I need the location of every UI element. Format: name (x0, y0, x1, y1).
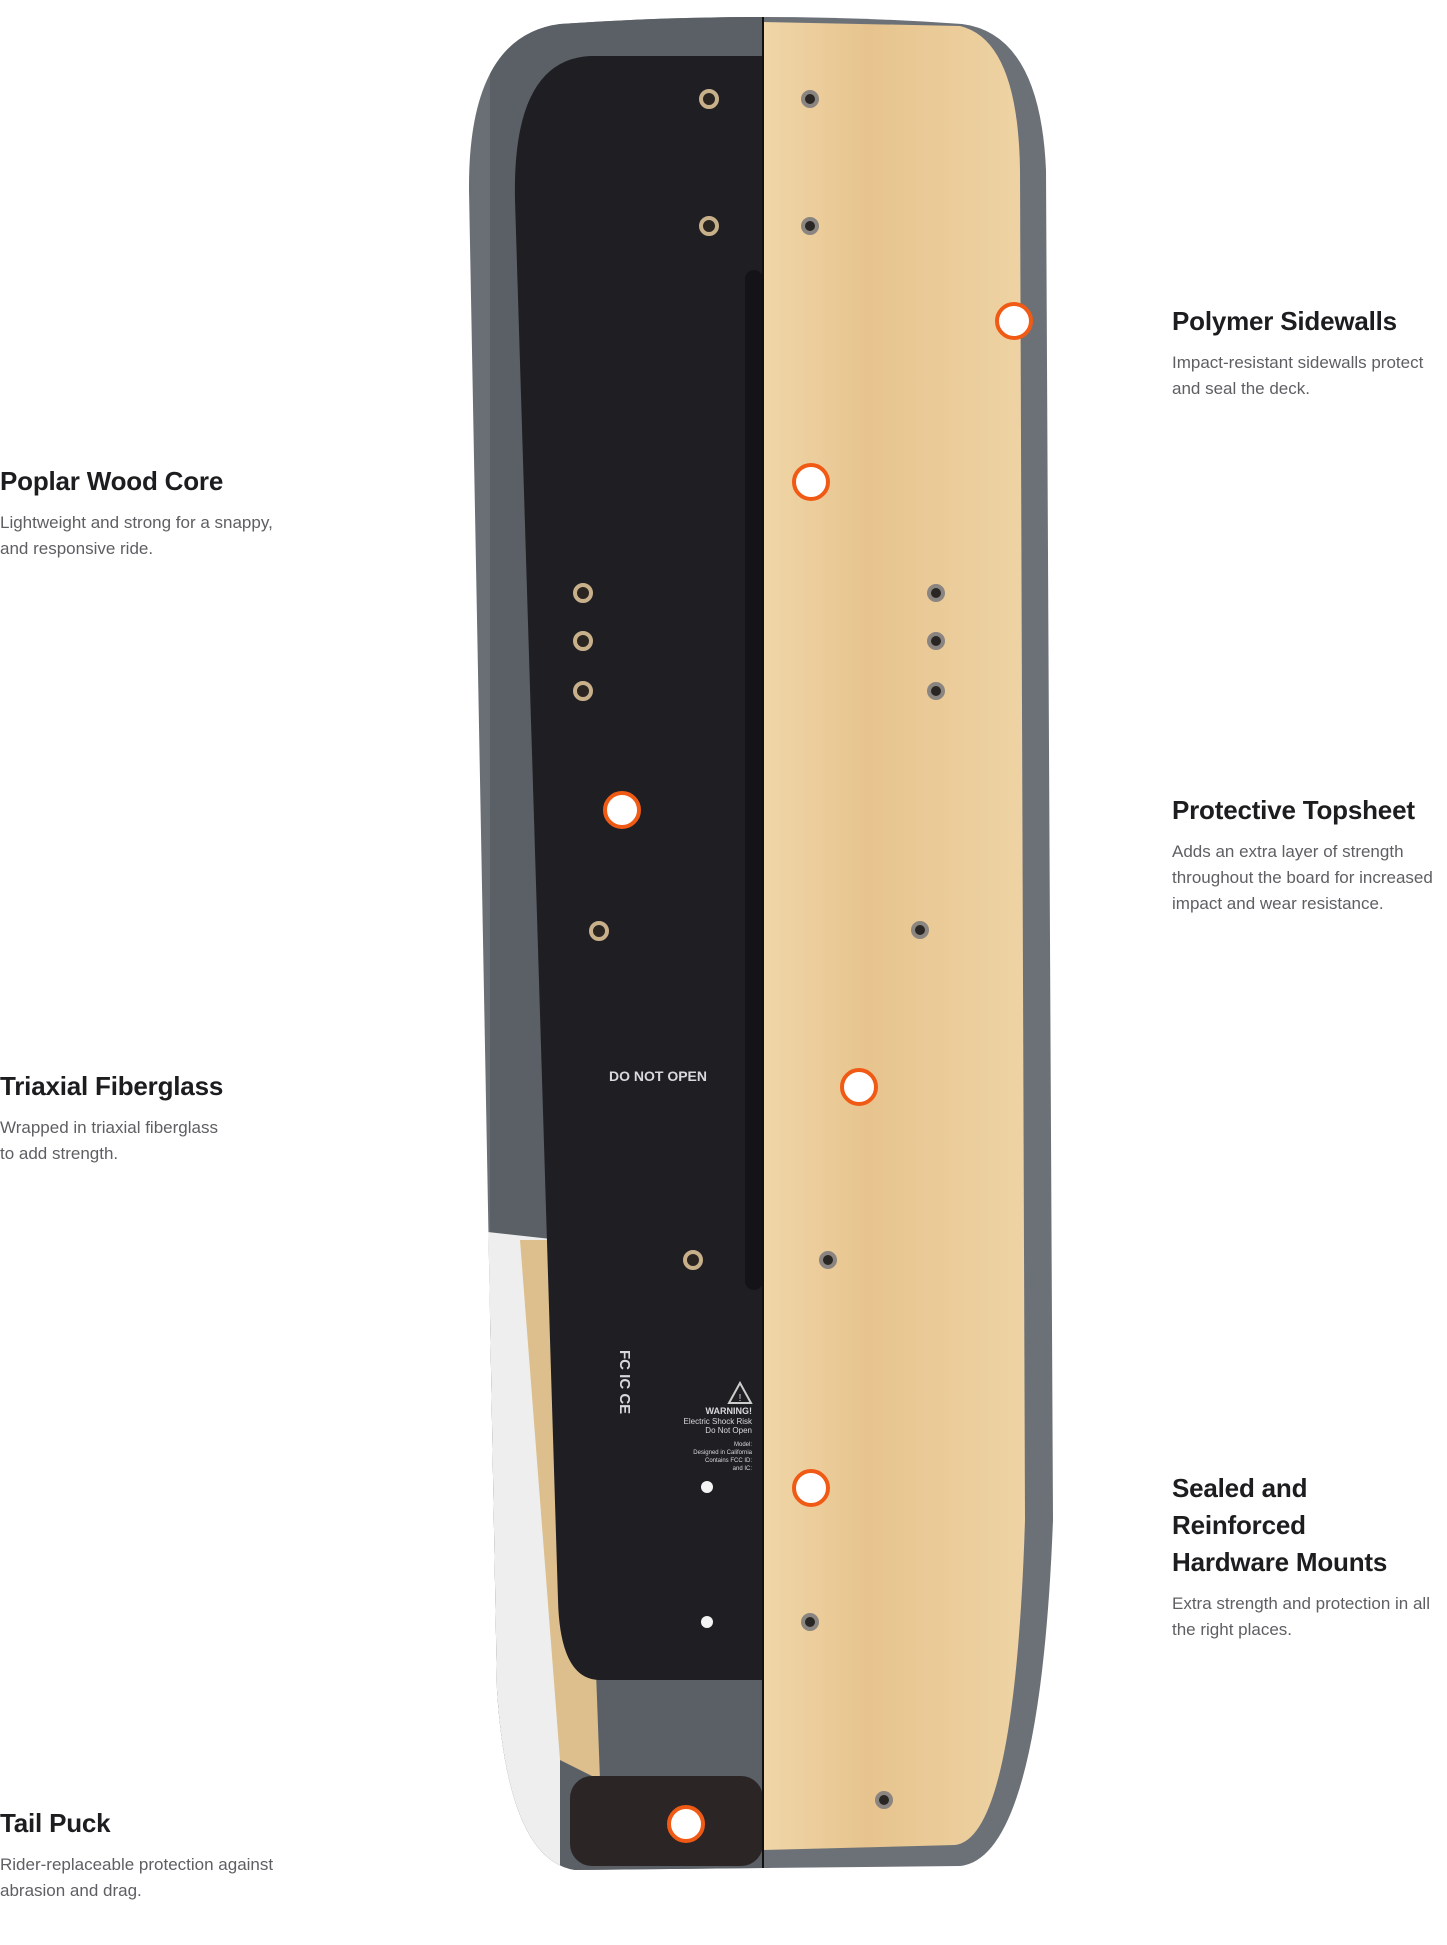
feature-description: Lightweight and strong for a snappy,and … (0, 513, 273, 558)
hardware-holes (573, 89, 945, 1809)
model-line: Contains FCC ID: (705, 1458, 752, 1464)
warning-icon: ! (727, 1380, 753, 1404)
feature-title: Protective Topsheet (1172, 795, 1415, 825)
callout-dot-hardware (792, 1469, 830, 1507)
hardware-hole (927, 584, 945, 602)
feature-poplar-wood-core: Poplar Wood Core Lightweight and strong … (0, 463, 273, 562)
warning-title: WARNING! (706, 1406, 753, 1416)
callout-dot-topsheet (603, 791, 641, 829)
callouts (174, 302, 1136, 1843)
hardware-hole (927, 682, 945, 700)
hardware-hole (573, 583, 593, 603)
hardware-hole (911, 921, 929, 939)
wood-core (763, 22, 1025, 1850)
hardware-hole (573, 681, 593, 701)
feature-title: Polymer Sidewalls (1172, 306, 1397, 336)
hardware-hole (801, 90, 819, 108)
hardware-hole (573, 631, 593, 651)
callout-dot-wood-core (792, 463, 830, 501)
callout-dot-sidewalls (995, 302, 1033, 340)
feature-polymer-sidewalls: Polymer Sidewalls Impact-resistant sidew… (1172, 303, 1423, 402)
hardware-hole (589, 921, 609, 941)
hardware-hole (801, 217, 819, 235)
feature-triaxial-fiberglass: Triaxial Fiberglass Wrapped in triaxial … (0, 1068, 223, 1167)
hardware-hole (701, 1481, 713, 1493)
feature-tail-puck: Tail Puck Rider-replaceable protection a… (0, 1805, 273, 1904)
feature-title: Triaxial Fiberglass (0, 1071, 224, 1101)
model-line: and IC: (733, 1466, 753, 1472)
feature-protective-topsheet: Protective Topsheet Adds an extra layer … (1172, 792, 1433, 917)
svg-text:!: ! (739, 1393, 742, 1404)
board-shape (468, 17, 1053, 1870)
callout-dot-fiberglass (840, 1068, 878, 1106)
hardware-hole (699, 89, 719, 109)
hardware-hole (875, 1791, 893, 1809)
warning-line: Do Not Open (705, 1426, 752, 1435)
warning-line: Electric Shock Risk (684, 1417, 753, 1426)
do-not-open-label: DO NOT OPEN (609, 1068, 707, 1084)
hardware-hole (701, 1616, 713, 1628)
hardware-hole (683, 1250, 703, 1270)
tail-puck-shape (570, 1776, 763, 1866)
feature-title: Poplar Wood Core (0, 466, 224, 496)
hardware-hole (699, 216, 719, 236)
hardware-hole (927, 632, 945, 650)
callout-dot-tail-puck (667, 1805, 705, 1843)
model-line: Model: (734, 1442, 752, 1448)
model-line: Designed in California (693, 1450, 752, 1456)
hardware-hole (801, 1613, 819, 1631)
feature-title: Tail Puck (0, 1808, 111, 1838)
hardware-hole (819, 1251, 837, 1269)
topsheet-panel (514, 56, 763, 1680)
certification-marks: FC IC CE (616, 1350, 633, 1414)
